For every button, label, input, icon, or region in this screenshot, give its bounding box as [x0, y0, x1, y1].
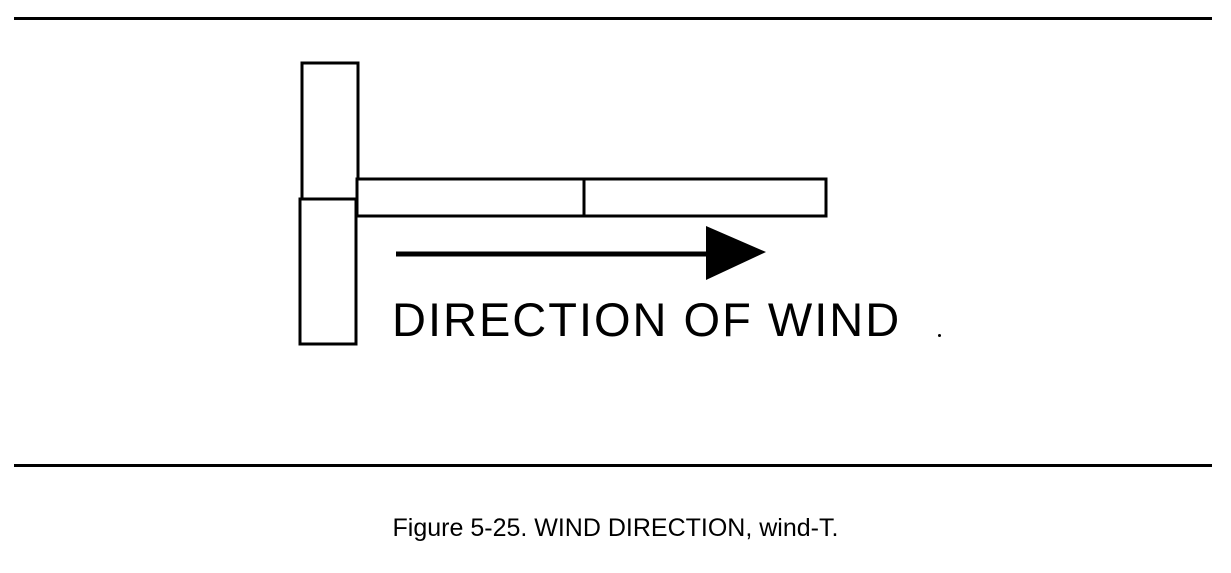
bottom-divider: [14, 464, 1212, 467]
wind-arrow-head: [706, 226, 766, 280]
t-arm-outer-panel: [582, 177, 828, 218]
top-divider: [14, 17, 1212, 20]
t-vertical-upper-panel: [300, 61, 360, 202]
t-arm-inner-panel: [355, 177, 586, 218]
t-vertical-lower-panel: [298, 197, 358, 346]
figure-caption: Figure 5-25. WIND DIRECTION, wind-T.: [392, 514, 839, 542]
stray-mark: [938, 334, 941, 337]
direction-of-wind-label: DIRECTION OF WIND: [392, 293, 902, 346]
